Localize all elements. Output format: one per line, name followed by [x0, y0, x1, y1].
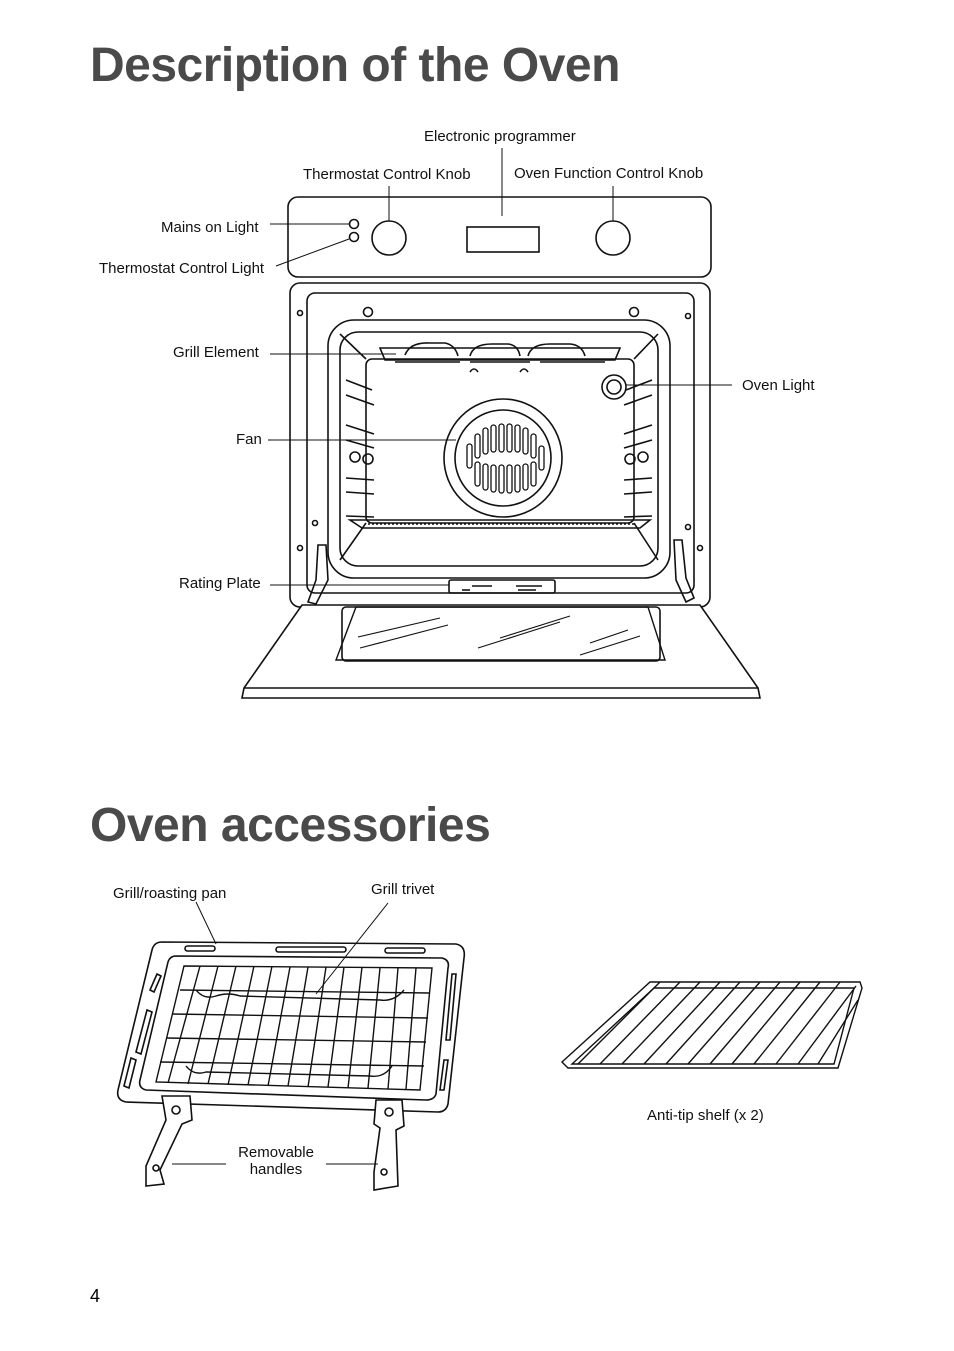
label-grill-element: Grill Element [173, 344, 259, 361]
oven-light-lamp [601, 374, 627, 400]
label-thermostat-control-light: Thermostat Control Light [99, 260, 265, 277]
label-electronic-programmer: Electronic programmer [424, 128, 576, 145]
oven-shelf [347, 519, 653, 529]
label-fan: Fan [236, 431, 262, 448]
label-oven-light: Oven Light [742, 377, 815, 394]
label-removable-handles: Removable handles [226, 1144, 326, 1178]
fan-slots [466, 423, 545, 494]
control-panel [287, 196, 712, 278]
label-removable-handles-line1: Removable [238, 1144, 314, 1161]
label-removable-handles-line2: handles [249, 1161, 303, 1178]
oven-cavity [327, 319, 671, 579]
label-mains-on-light: Mains on Light [161, 219, 259, 236]
page-number: 4 [90, 1286, 101, 1306]
label-oven-function-control-knob: Oven Function Control Knob [514, 165, 704, 182]
anti-tip-shelf [560, 981, 863, 1069]
left-hinge [306, 544, 329, 605]
label-grill-roasting-pan: Grill/roasting pan [113, 885, 227, 902]
accessories-section-title: Oven accessories [90, 799, 491, 852]
programmer-display [466, 226, 540, 253]
right-hinge [673, 539, 696, 604]
label-thermostat-control-knob: Thermostat Control Knob [303, 166, 471, 183]
thermostat-light-indicator [348, 231, 360, 243]
grill-element [378, 347, 622, 363]
label-grill-trivet: Grill trivet [371, 881, 435, 898]
accessory-leader-lines [172, 901, 389, 1165]
oven-section-title: Description of the Oven [90, 39, 620, 92]
grill-trivet [155, 965, 433, 1091]
label-anti-tip-shelf: Anti-tip shelf (x 2) [647, 1107, 764, 1124]
label-rating-plate: Rating Plate [179, 575, 261, 592]
mains-on-light-indicator [348, 218, 360, 230]
left-shelf-runners [345, 379, 375, 518]
removable-handles [145, 1095, 405, 1191]
leader-lines [268, 148, 732, 586]
fan-cover [443, 398, 563, 518]
rating-plate [448, 579, 556, 594]
